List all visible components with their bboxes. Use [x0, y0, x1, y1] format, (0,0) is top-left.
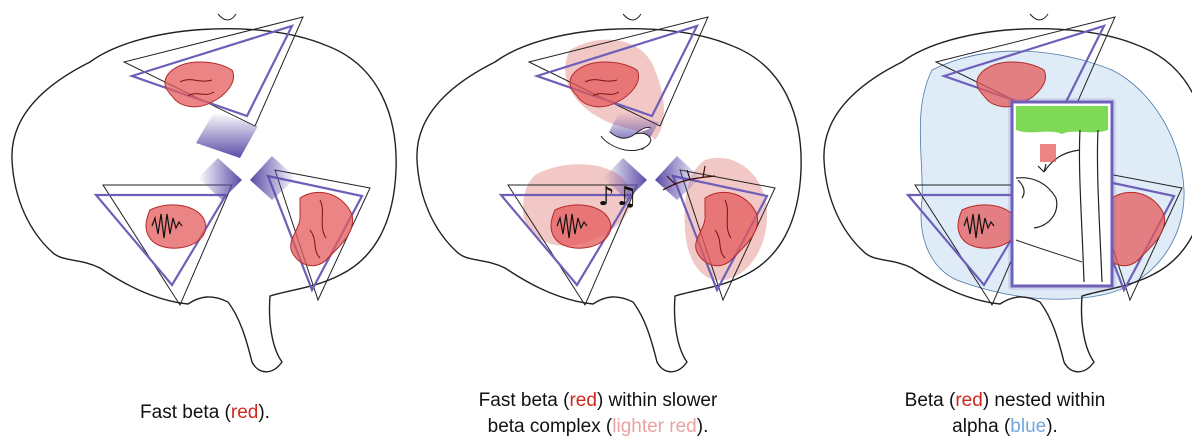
beta-oscillation — [963, 213, 995, 239]
music-notes-icon: ♪♫ — [598, 182, 638, 212]
caption-highlight: red — [955, 390, 983, 411]
caption-text: ) nested within — [982, 390, 1106, 411]
caption-panel-1: Fast beta (red). — [25, 400, 385, 426]
fast-beta-blob — [569, 61, 639, 108]
tree-foliage — [1016, 106, 1108, 134]
caption-text: ). — [696, 416, 709, 437]
fast-beta-focus — [1040, 144, 1056, 162]
hand-icon — [1015, 177, 1058, 229]
caption-text: Fast beta ( — [478, 390, 570, 411]
right-channel — [655, 156, 701, 200]
panel-2: ♪♫ — [416, 13, 802, 373]
caption-text: alpha ( — [952, 416, 1011, 437]
caption-panel-2: Fast beta (red) within slower beta compl… — [418, 388, 778, 440]
fast-beta-blob — [695, 191, 759, 267]
beta-oscillation — [556, 213, 588, 239]
caption-highlight: blue — [1010, 416, 1047, 437]
caption-highlight: red — [569, 390, 597, 411]
scene-window — [1008, 98, 1116, 290]
caption-text: Fast beta ( — [140, 402, 231, 423]
branch-icon — [662, 165, 716, 191]
left-channel — [603, 158, 647, 200]
caption-text: beta complex ( — [487, 416, 613, 437]
caption-text: Beta ( — [904, 390, 956, 411]
panel-1 — [12, 14, 396, 372]
caption-text: ) within slower — [596, 390, 718, 411]
tree-trunk — [1078, 129, 1103, 283]
caption-text: ). — [258, 402, 270, 423]
caption-text: ). — [1046, 416, 1058, 437]
caption-panel-3: Beta (red) nested within alpha (blue). — [825, 388, 1185, 440]
panel-3 — [823, 13, 1192, 373]
hand-icon — [600, 127, 652, 151]
caption-highlight: red — [230, 402, 259, 423]
caption-highlight: lighter red — [612, 416, 697, 437]
